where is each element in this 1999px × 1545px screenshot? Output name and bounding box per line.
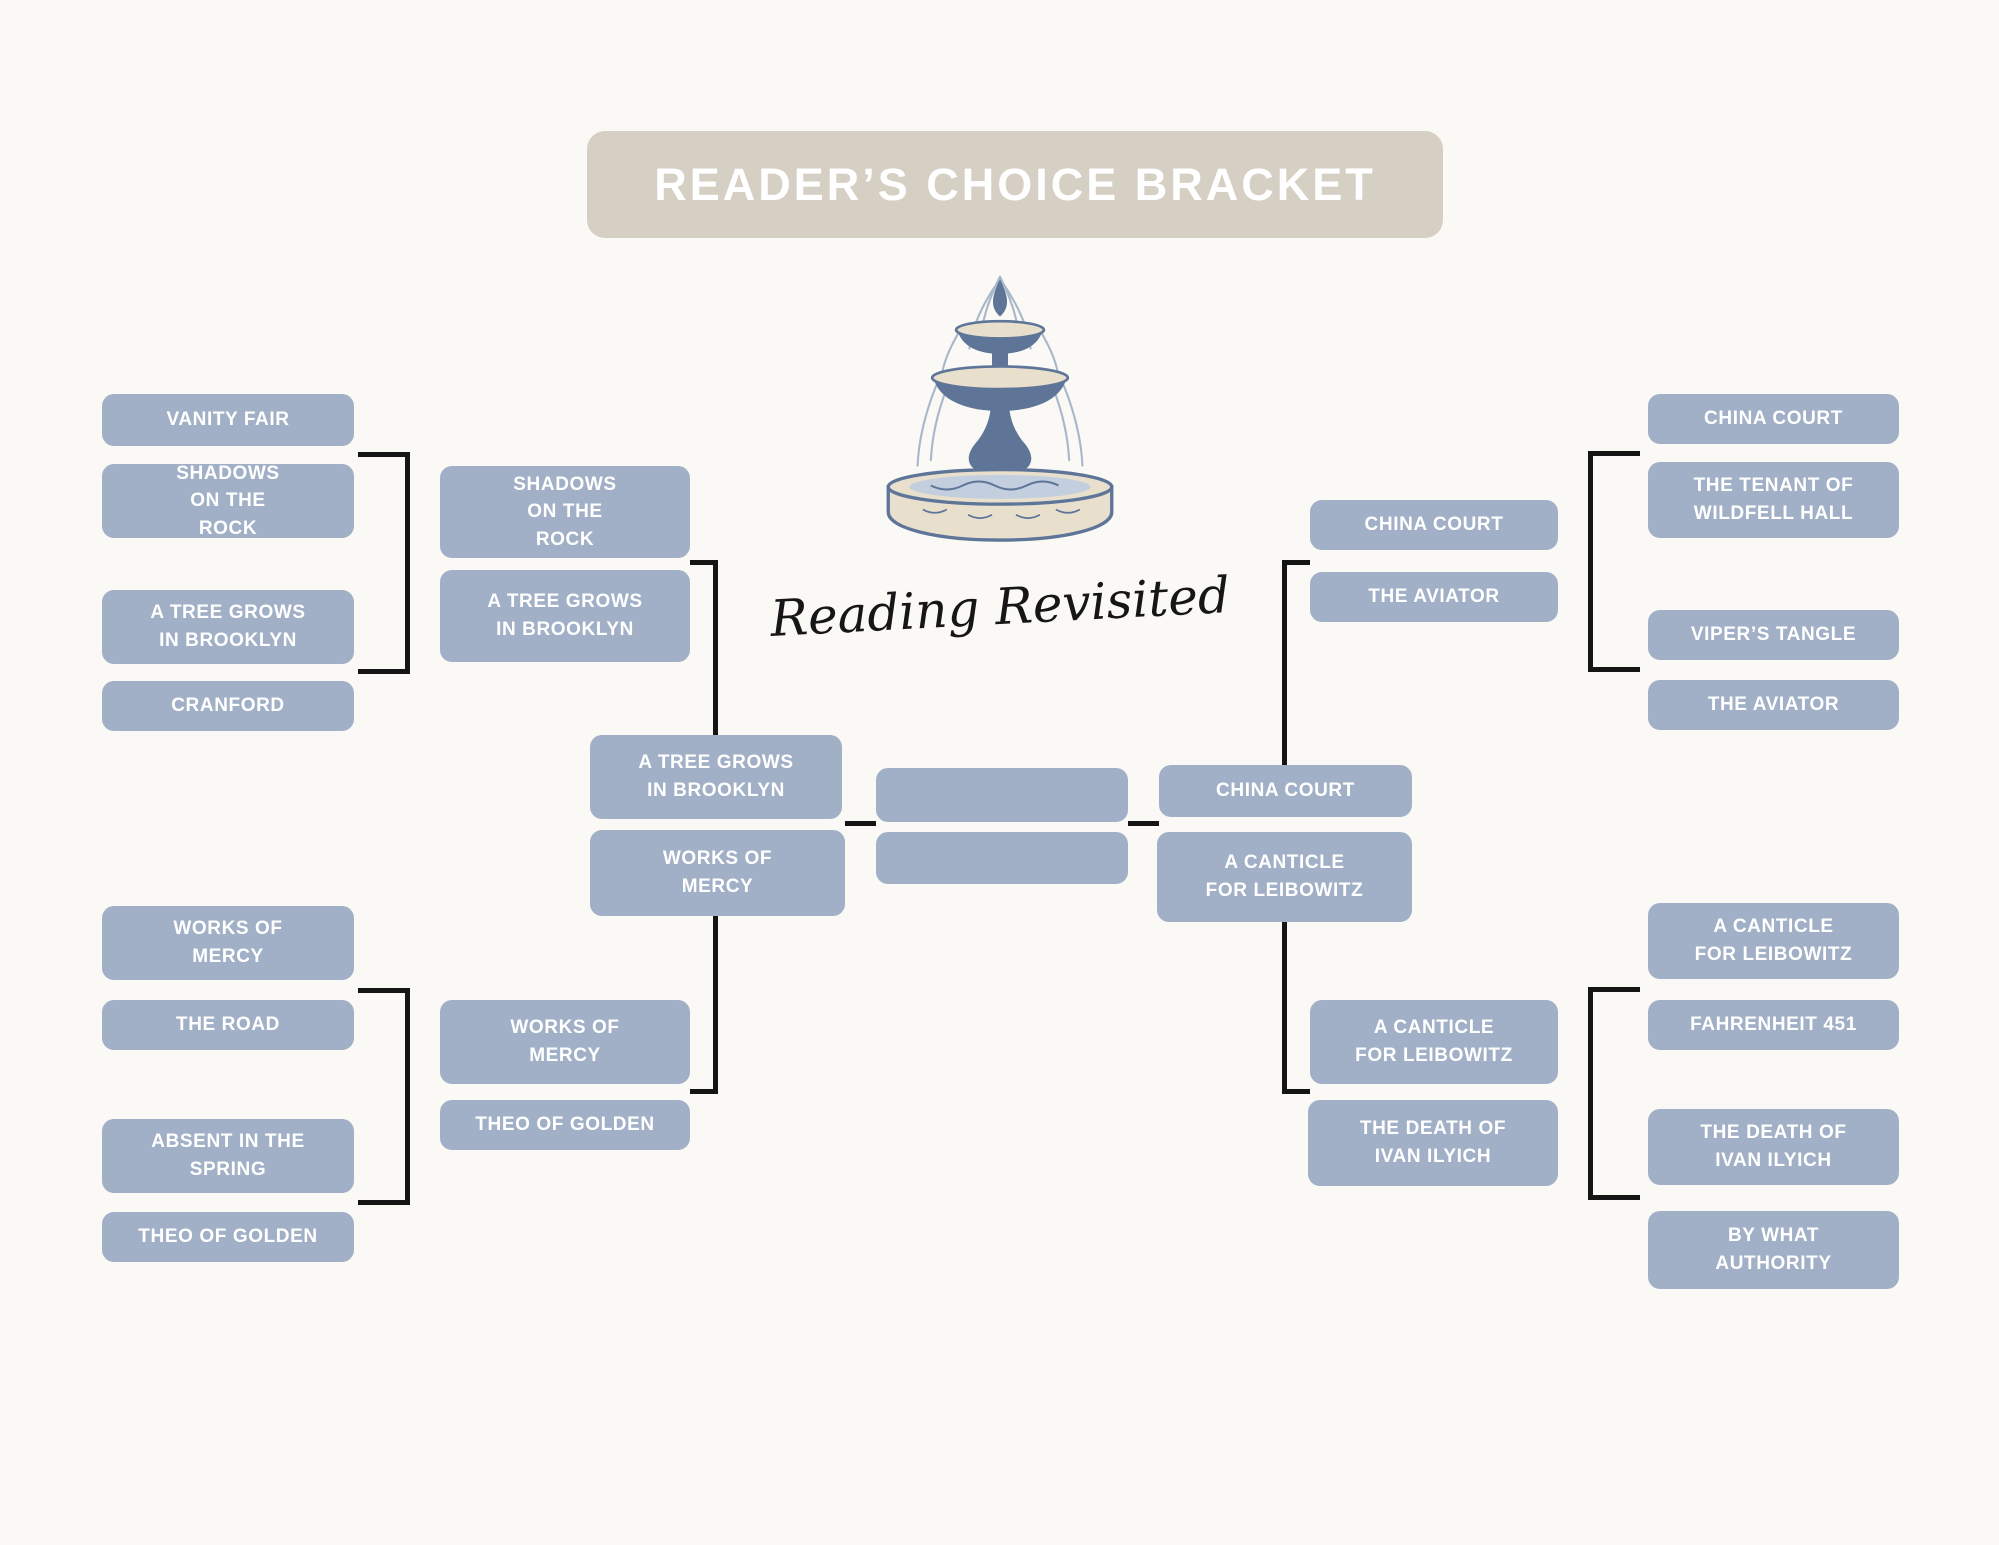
bracket-slot-a-tree-grows-in-brooklyn: A TREE GROWS IN BROOKLYN bbox=[102, 590, 354, 664]
connector-line bbox=[713, 560, 718, 738]
connector-line bbox=[690, 1089, 718, 1094]
slot-label: FAHRENHEIT 451 bbox=[1690, 1014, 1857, 1036]
bracket-slot-works-of-mercy: WORKS OF MERCY bbox=[102, 906, 354, 980]
connector-line bbox=[1588, 667, 1640, 672]
slot-label: THE TENANT OF WILDFELL HALL bbox=[1693, 475, 1854, 524]
bracket-slot-the-aviator: THE AVIATOR bbox=[1310, 572, 1558, 622]
slot-label: SHADOWS ON THE ROCK bbox=[176, 462, 280, 539]
bracket-slot-the-death-of-ivan-ilyich: THE DEATH OF IVAN ILYICH bbox=[1308, 1100, 1558, 1186]
bracket-slot-vipers-tangle: VIPER’S TANGLE bbox=[1648, 610, 1899, 660]
slot-label: VANITY FAIR bbox=[166, 409, 290, 431]
connector-line bbox=[1128, 821, 1159, 826]
connector-line bbox=[1282, 920, 1287, 1094]
bracket-slot-shadows-on-the-rock: SHADOWS ON THE ROCK bbox=[440, 466, 690, 558]
bracket-slot-a-canticle-for-leibowitz: A CANTICLE FOR LEIBOWITZ bbox=[1310, 1000, 1558, 1084]
bracket-slot-china-court: CHINA COURT bbox=[1310, 500, 1558, 550]
bracket-slot-theo-of-golden: THEO OF GOLDEN bbox=[102, 1212, 354, 1262]
slot-label: WORKS OF MERCY bbox=[510, 1017, 620, 1066]
bracket-slot-absent-in-the-spring: ABSENT IN THE SPRING bbox=[102, 1119, 354, 1193]
slot-label: WORKS OF MERCY bbox=[662, 848, 773, 897]
bracket-slot-the-tenant-of-wildfell-hall: THE TENANT OF WILDFELL HALL bbox=[1648, 462, 1899, 538]
connector-line bbox=[1588, 451, 1593, 672]
slot-label: ABSENT IN THE SPRING bbox=[151, 1131, 305, 1180]
slot-label: THE AVIATOR bbox=[1707, 694, 1840, 716]
bracket-slot-a-tree-grows-in-brooklyn: A TREE GROWS IN BROOKLYN bbox=[590, 735, 842, 819]
bracket-slot-works-of-mercy: WORKS OF MERCY bbox=[440, 1000, 690, 1084]
slot-label: THE AVIATOR bbox=[1368, 586, 1500, 608]
connector-line bbox=[358, 452, 410, 457]
bracket-slot-championship-1 bbox=[876, 768, 1128, 822]
bracket-slot-shadows-on-the-rock: SHADOWS ON THE ROCK bbox=[102, 463, 354, 539]
slot-label: THEO OF GOLDEN bbox=[475, 1114, 655, 1136]
bracket-slot-a-canticle-for-leibowitz: A CANTICLE FOR LEIBOWITZ bbox=[1157, 832, 1412, 922]
bracket-slot-the-death-of-ivan-ilyich: THE DEATH OF IVAN ILYICH bbox=[1648, 1109, 1899, 1185]
slot-label: THE DEATH OF IVAN ILYICH bbox=[1359, 1118, 1507, 1167]
slot-label: VIPER’S TANGLE bbox=[1690, 624, 1857, 646]
connector-line bbox=[1282, 560, 1310, 565]
fountain-icon bbox=[886, 275, 1114, 542]
slot-label: A TREE GROWS IN BROOKLYN bbox=[638, 752, 794, 801]
slot-label: CHINA COURT bbox=[1216, 780, 1355, 802]
slot-label: A TREE GROWS IN BROOKLYN bbox=[150, 602, 306, 651]
connector-line bbox=[358, 988, 410, 993]
bracket-slot-by-what-authority: BY WHAT AUTHORITY bbox=[1648, 1211, 1899, 1289]
bracket-slot-fahrenheit-451: FAHRENHEIT 451 bbox=[1648, 1000, 1899, 1050]
bracket-slot-a-canticle-for-leibowitz: A CANTICLE FOR LEIBOWITZ bbox=[1648, 903, 1899, 979]
slot-label: WORKS OF MERCY bbox=[173, 918, 283, 967]
slot-label: SHADOWS ON THE ROCK bbox=[513, 473, 617, 550]
connector-line bbox=[405, 988, 410, 1205]
bracket-slot-cranford: CRANFORD bbox=[102, 681, 354, 731]
slot-label: A CANTICLE FOR LEIBOWITZ bbox=[1355, 1017, 1513, 1066]
bracket-slot-the-road: THE ROAD bbox=[102, 1000, 354, 1050]
slot-label: THE ROAD bbox=[175, 1014, 281, 1036]
logo-script-text: Reading Revisited bbox=[768, 566, 1232, 648]
bracket-slot-works-of-mercy: WORKS OF MERCY bbox=[590, 830, 845, 916]
connector-line bbox=[1588, 987, 1640, 992]
slot-label: CRANFORD bbox=[171, 695, 285, 717]
bracket-slot-china-court: CHINA COURT bbox=[1159, 765, 1412, 817]
slot-label: THEO OF GOLDEN bbox=[138, 1226, 318, 1248]
connector-line bbox=[1588, 1195, 1640, 1200]
page-title-text: READER’S CHOICE BRACKET bbox=[654, 158, 1376, 210]
connector-line bbox=[405, 452, 410, 674]
connector-line bbox=[358, 1200, 410, 1205]
bracket-slot-a-tree-grows-in-brooklyn: A TREE GROWS IN BROOKLYN bbox=[440, 570, 690, 662]
slot-label: A TREE GROWS IN BROOKLYN bbox=[487, 591, 643, 640]
bracket-slot-the-aviator: THE AVIATOR bbox=[1648, 680, 1899, 730]
connector-line bbox=[713, 914, 718, 1094]
connector-line bbox=[358, 669, 410, 674]
connector-line bbox=[1282, 1089, 1310, 1094]
bracket-slot-theo-of-golden: THEO OF GOLDEN bbox=[440, 1100, 690, 1150]
connector-line bbox=[845, 821, 876, 826]
bracket-slot-vanity-fair: VANITY FAIR bbox=[102, 394, 354, 446]
bracket-slot-championship-2 bbox=[876, 832, 1128, 884]
slot-label: A CANTICLE FOR LEIBOWITZ bbox=[1694, 916, 1853, 965]
slot-label: THE DEATH OF IVAN ILYICH bbox=[1700, 1122, 1847, 1171]
connector-line bbox=[1588, 451, 1640, 456]
slot-label: BY WHAT AUTHORITY bbox=[1715, 1225, 1832, 1274]
connector-line bbox=[1282, 560, 1287, 768]
bracket-slot-china-court: CHINA COURT bbox=[1648, 394, 1899, 444]
slot-label: CHINA COURT bbox=[1704, 408, 1843, 430]
connector-line bbox=[1588, 987, 1593, 1200]
page-title: READER’S CHOICE BRACKET bbox=[587, 131, 1443, 238]
connector-line bbox=[690, 560, 718, 565]
slot-label: CHINA COURT bbox=[1364, 514, 1504, 536]
slot-label: A CANTICLE FOR LEIBOWITZ bbox=[1205, 852, 1364, 901]
